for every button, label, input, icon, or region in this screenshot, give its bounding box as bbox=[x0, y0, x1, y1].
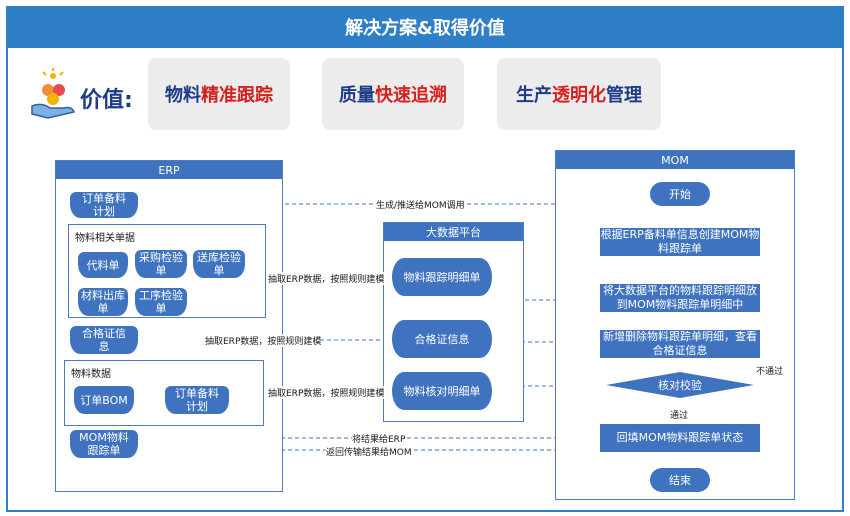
pill-3-post: 管理 bbox=[606, 85, 642, 106]
material-data-group: 物料数据 bbox=[64, 360, 264, 426]
bigdata-certificate: 合格证信息 bbox=[392, 320, 492, 358]
pill-3-pre: 生产 bbox=[516, 85, 552, 106]
mom-fail-label: 不通过 bbox=[756, 364, 784, 377]
flow-label-extract-3: 抽取ERP数据，按照规则建模 bbox=[268, 386, 385, 399]
erp-certificate: 合格证信 息 bbox=[70, 326, 138, 354]
flow-label-back-erp: 将结果给ERP bbox=[352, 432, 406, 445]
mom-check-label: 核对校验 bbox=[658, 379, 702, 392]
value-pill-3: 生产透明化管理 bbox=[497, 58, 661, 130]
mom-pass-label: 通过 bbox=[670, 408, 689, 421]
material-docs-label: 物料相关单据 bbox=[75, 233, 135, 244]
data-order-bom: 订单BOM bbox=[74, 386, 134, 414]
data-order-plan: 订单备料 计划 bbox=[165, 386, 229, 414]
mom-check-diamond bbox=[606, 372, 754, 398]
pill-1-pre: 物料 bbox=[165, 85, 201, 106]
mom-end: 结束 bbox=[650, 468, 710, 492]
pill-2-pre: 质量 bbox=[339, 85, 375, 106]
doc-process-inspection: 工序检验单 bbox=[135, 288, 187, 316]
value-pill-2: 质量快速追溯 bbox=[322, 58, 464, 130]
pill-3-accent: 透明化 bbox=[552, 85, 606, 106]
doc-delivery-inspection: 送库检验单 bbox=[193, 250, 245, 278]
flow-label-to-mom: 生成/推送给MOM调用 bbox=[376, 198, 465, 211]
doc-purchase-inspection: 采购检验单 bbox=[135, 250, 187, 278]
pill-2-accent: 快速追溯 bbox=[375, 85, 447, 106]
mom-title: MOM bbox=[556, 151, 794, 169]
value-label: 价值: bbox=[80, 88, 133, 113]
mom-step-import: 将大数据平台的物料跟踪明细放到MOM物料跟踪单明细中 bbox=[600, 284, 760, 312]
bigdata-title: 大数据平台 bbox=[384, 223, 523, 241]
value-pill-1: 物料精准跟踪 bbox=[148, 58, 290, 130]
material-data-label: 物料数据 bbox=[71, 369, 111, 380]
mom-step-create: 根据ERP备料单信息创建MOM物料跟踪单 bbox=[600, 228, 760, 256]
erp-order-plan: 订单备料 计划 bbox=[70, 192, 138, 218]
flow-label-extract-1: 抽取ERP数据，按照规则建模 bbox=[268, 272, 385, 285]
hand-coins-icon bbox=[31, 68, 75, 119]
pill-1-accent: 精准跟踪 bbox=[201, 85, 273, 106]
doc-substitute: 代料单 bbox=[78, 252, 128, 278]
doc-material-outbound: 材料出库单 bbox=[78, 288, 128, 316]
bigdata-tracking-detail: 物料跟踪明细单 bbox=[392, 258, 492, 296]
erp-title: ERP bbox=[56, 161, 282, 179]
flow-label-back-mom: 返回传输结果给MOM bbox=[326, 445, 412, 458]
flow-label-extract-2: 抽取ERP数据，按照规则建模 bbox=[205, 334, 322, 347]
mom-step-edit: 新增删除物料跟踪单明细，查看合格证信息 bbox=[600, 330, 760, 358]
mom-start: 开始 bbox=[650, 182, 710, 206]
page-title: 解决方案&取得价值 bbox=[6, 6, 844, 48]
erp-mom-tracking: MOM物料 跟踪单 bbox=[70, 430, 138, 458]
mom-step-backfill: 回填MOM物料跟踪单状态 bbox=[600, 424, 760, 452]
bigdata-check-detail: 物料核对明细单 bbox=[392, 372, 492, 410]
